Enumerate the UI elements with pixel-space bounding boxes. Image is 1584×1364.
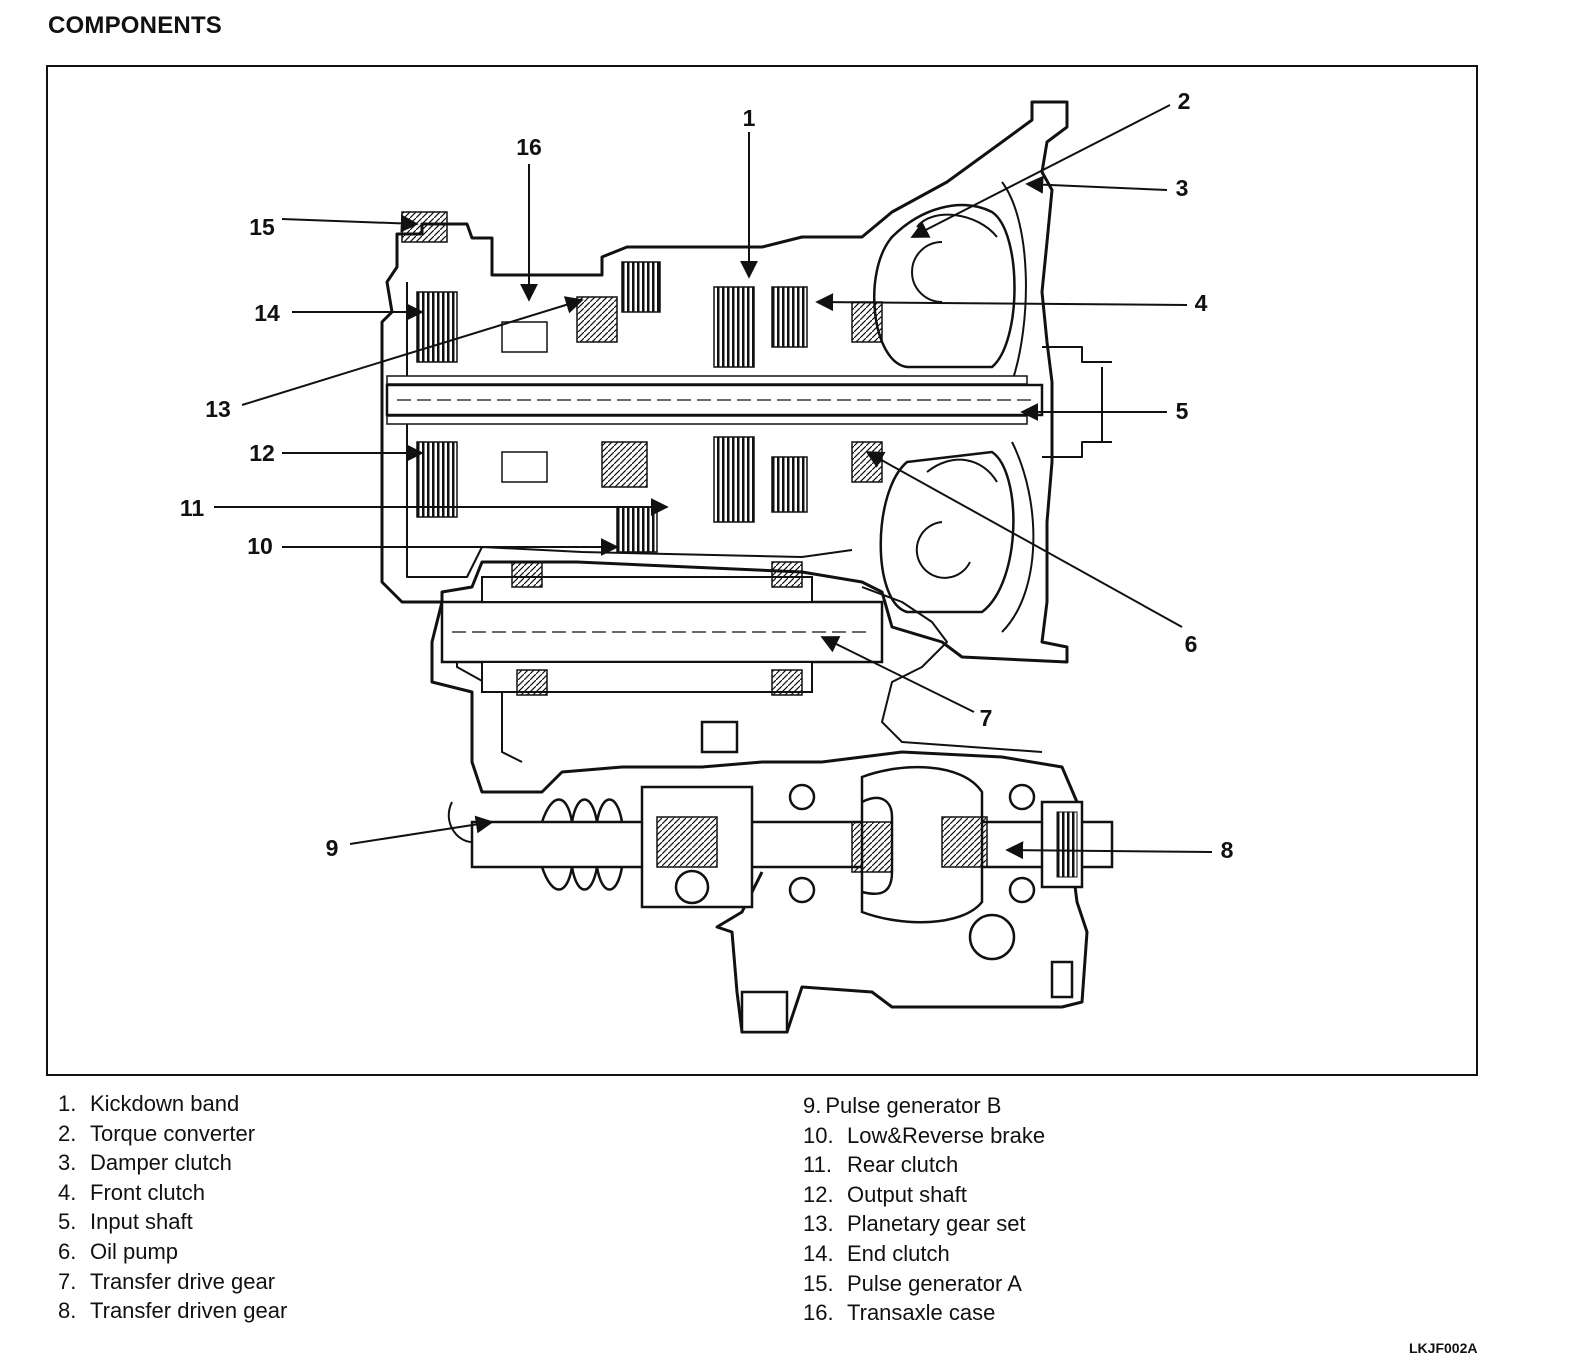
- callout-11: 11: [180, 495, 205, 521]
- legend-number: 2.: [58, 1120, 77, 1146]
- legend-number: 4.: [58, 1179, 77, 1205]
- legend-label: Front clutch: [90, 1179, 205, 1205]
- leader-line-9: [349, 815, 494, 845]
- legend-label: Pulse generator B: [825, 1093, 1002, 1118]
- transaxle-cutaway-drawing: 1 2 3 4 5 6 7 8 9 10 11 12 13 14 15 16: [180, 88, 1234, 1034]
- legend-item: 5. Input shaft: [58, 1207, 287, 1237]
- legend-number: 12.: [803, 1181, 834, 1207]
- legend-label: Transfer drive gear: [90, 1268, 276, 1294]
- legend-item: 2. Torque converter: [58, 1119, 287, 1149]
- legend-label: Kickdown band: [90, 1091, 240, 1116]
- legend-number: 16.: [803, 1300, 834, 1326]
- callout-14: 14: [254, 300, 280, 326]
- leader-line-6: [865, 451, 1183, 628]
- callout-15: 15: [249, 214, 275, 240]
- callout-10: 10: [247, 533, 273, 559]
- legend-item: 3. Damper clutch: [58, 1148, 287, 1178]
- legend-item: 16. Transaxle case: [803, 1298, 1045, 1328]
- page-title: COMPONENTS: [48, 12, 223, 39]
- callout-4: 4: [1195, 290, 1208, 316]
- legend-label: Torque converter: [90, 1120, 256, 1146]
- callout-2: 2: [1178, 88, 1191, 114]
- legend-number: 13.: [803, 1211, 834, 1237]
- callout-12: 12: [249, 440, 275, 466]
- legend-number: 11.: [803, 1152, 832, 1178]
- callout-numbers: 1 2 3 4 5 6 7 8 9 10 11 12 13 14 15 16: [180, 88, 1234, 863]
- callout-1: 1: [743, 105, 756, 131]
- leader-line-7: [820, 636, 975, 713]
- legend-label: Pulse generator A: [847, 1270, 1022, 1296]
- leader-line-3: [1025, 175, 1168, 194]
- legend-label: Oil pump: [90, 1238, 179, 1264]
- legend-label: Rear clutch: [847, 1152, 959, 1178]
- legend-number: 6.: [58, 1238, 77, 1264]
- legend-label: Low&Reverse brake: [847, 1122, 1046, 1148]
- leader-line-2: [910, 104, 1171, 238]
- legend-item: 9.Pulse generator B: [803, 1091, 1045, 1121]
- legend-label: Input shaft: [90, 1209, 193, 1235]
- legend-number: 3.: [58, 1150, 77, 1176]
- legend-number: 9.: [803, 1093, 822, 1118]
- legend-right-column: 9.Pulse generator B 10. Low&Reverse brake…: [803, 1091, 1045, 1328]
- callout-leader-lines: [214, 104, 1213, 860]
- legend-number: 15.: [803, 1270, 834, 1296]
- legend-number: 7.: [58, 1268, 77, 1294]
- legend-number: 8.: [58, 1298, 77, 1324]
- leader-line-4: [815, 293, 1188, 312]
- legend-number: 14.: [803, 1240, 834, 1266]
- callout-7: 7: [980, 705, 993, 731]
- legend-left-column: 1. Kickdown band 2. Torque converter 3. Dam…: [58, 1089, 287, 1326]
- callout-8: 8: [1221, 837, 1234, 863]
- legend-number: 10.: [803, 1122, 834, 1148]
- transaxle-cutaway-figure: 1 2 3 4 5 6 7 8 9 10 11 12 13 14 15 16: [46, 65, 1478, 1076]
- leader-line-13: [241, 296, 584, 406]
- legend-item: 6. Oil pump: [58, 1237, 287, 1267]
- legend-label: Planetary gear set: [847, 1211, 1026, 1237]
- legend-item: 12. Output shaft: [803, 1180, 1045, 1210]
- callout-9: 9: [326, 835, 339, 861]
- legend-item: 8. Transfer driven gear: [58, 1296, 287, 1326]
- leader-line-8: [1005, 841, 1213, 860]
- legend-item: 7. Transfer drive gear: [58, 1267, 287, 1297]
- legend-item: 13. Planetary gear set: [803, 1209, 1045, 1239]
- legend-label: End clutch: [847, 1240, 950, 1266]
- legend-label: Output shaft: [847, 1181, 967, 1207]
- legend-label: Transaxle case: [847, 1300, 996, 1326]
- legend-item: 15. Pulse generator A: [803, 1269, 1045, 1299]
- input-shaft-drawing: [385, 375, 1044, 425]
- legend-item: 14. End clutch: [803, 1239, 1045, 1269]
- figure-reference-code: LKJF002A: [1409, 1340, 1478, 1356]
- callout-5: 5: [1176, 398, 1189, 424]
- legend-item: 10. Low&Reverse brake: [803, 1121, 1045, 1151]
- legend-label: Transfer driven gear: [90, 1298, 288, 1324]
- clutch-packs-drawing: [401, 211, 883, 553]
- legend-number: 5.: [58, 1209, 77, 1235]
- legend-number: 1.: [58, 1091, 77, 1116]
- callout-13: 13: [205, 396, 231, 422]
- legend-item: 4. Front clutch: [58, 1178, 287, 1208]
- callout-6: 6: [1185, 631, 1198, 657]
- differential-drawing: [447, 720, 1114, 1034]
- callout-3: 3: [1176, 175, 1189, 201]
- callout-16: 16: [516, 134, 542, 160]
- legend-label: Damper clutch: [90, 1150, 232, 1176]
- legend-item: 11. Rear clutch: [803, 1150, 1045, 1180]
- transfer-shaft-drawing: [440, 561, 884, 696]
- legend-item: 1. Kickdown band: [58, 1089, 287, 1119]
- leader-line-15: [281, 214, 419, 233]
